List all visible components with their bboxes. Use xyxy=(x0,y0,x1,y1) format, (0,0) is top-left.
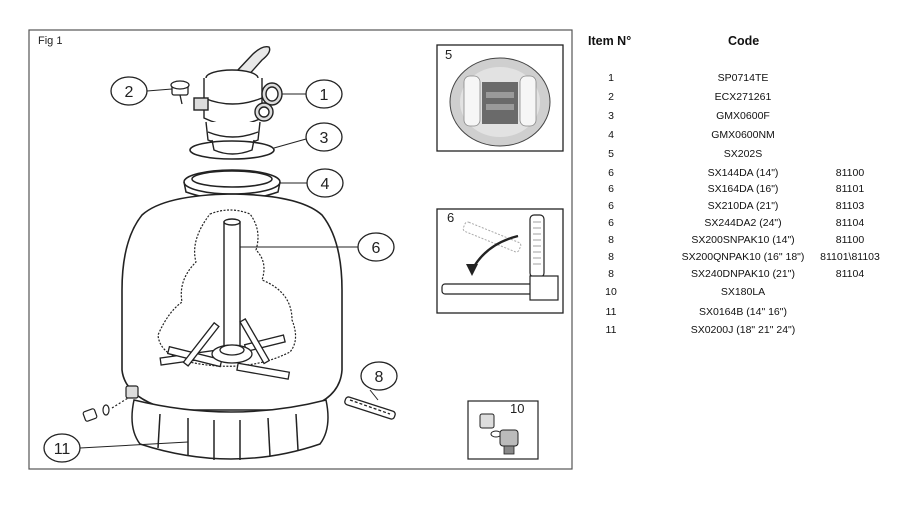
svg-text:3: 3 xyxy=(320,130,329,147)
table-row: 8 SX240DNPAK10 (21") 81104 xyxy=(582,268,902,284)
svg-text:10: 10 xyxy=(510,401,524,416)
drain-parts xyxy=(82,385,139,422)
part-code: GMX0600F xyxy=(716,110,770,122)
part-code: SX244DA2 (24") xyxy=(704,217,782,229)
model-ref: 81100 xyxy=(835,234,865,246)
item-number: 6 xyxy=(608,217,614,229)
callout-11: 11 xyxy=(43,433,81,463)
table-row: 8 SX200SNPAK10 (14") 81100 xyxy=(582,234,902,250)
item-number: 2 xyxy=(608,91,614,103)
table-row: 3 GMX0600F xyxy=(582,110,902,126)
table-row: 8 SX200QNPAK10 (16" 18") 81101\81103 xyxy=(582,251,902,267)
part-code: SX202S xyxy=(723,148,763,160)
svg-text:8: 8 xyxy=(375,369,384,386)
table-row: 6 SX210DA (21") 81103 xyxy=(582,200,902,216)
callout-3: 3 xyxy=(305,122,343,152)
standpipe xyxy=(223,218,241,351)
laterals xyxy=(159,318,291,380)
part-code: SX164DA (16") xyxy=(707,183,779,195)
item-number: 6 xyxy=(608,167,614,179)
table-row: 2 ECX271261 xyxy=(582,91,902,107)
inset-drain-plug: 10 xyxy=(467,400,539,460)
tank-base xyxy=(131,399,329,460)
item-number: 6 xyxy=(608,183,614,195)
header-code: Code xyxy=(728,34,760,48)
spare-lateral xyxy=(344,396,396,420)
svg-text:1: 1 xyxy=(320,87,329,104)
model-ref: 81104 xyxy=(835,217,865,229)
part-code: SX200SNPAK10 (14") xyxy=(691,234,795,246)
table-row: 4 GMX0600NM xyxy=(582,129,902,145)
item-number: 4 xyxy=(608,129,614,141)
table-row: 10 SX180LA xyxy=(582,286,902,302)
multiport-valve xyxy=(193,45,283,155)
item-number: 8 xyxy=(608,234,614,246)
part-code: SX180LA xyxy=(720,286,766,298)
inset-valve-handle: 5 xyxy=(436,44,564,152)
item-number: 8 xyxy=(608,268,614,280)
part-code: SX0200J (18" 21" 24") xyxy=(690,324,796,336)
o-ring xyxy=(189,140,275,160)
flange-nut xyxy=(183,169,281,201)
svg-text:2: 2 xyxy=(125,84,134,101)
model-ref: 81101\81103 xyxy=(820,251,880,263)
part-code: SP0714TE xyxy=(717,72,769,84)
table-row: 11 SX0200J (18" 21" 24") xyxy=(582,324,902,340)
callout-4: 4 xyxy=(306,168,344,198)
part-code: ECX271261 xyxy=(714,91,772,103)
svg-text:4: 4 xyxy=(321,176,330,193)
item-number: 11 xyxy=(605,306,617,318)
item-number: 6 xyxy=(608,200,614,212)
callout-6: 6 xyxy=(357,232,395,262)
item-number: 10 xyxy=(605,286,617,298)
item-number: 1 xyxy=(608,72,614,84)
table-row: 11 SX0164B (14" 16") xyxy=(582,306,902,322)
part-code: SX210DA (21") xyxy=(707,200,779,212)
part-code: SX144DA (14") xyxy=(707,167,779,179)
svg-text:6: 6 xyxy=(372,240,381,257)
table-row: 6 SX144DA (14") 81100 xyxy=(582,167,902,183)
table-row: 5 SX202S xyxy=(582,148,902,164)
part-code: GMX0600NM xyxy=(711,129,775,141)
callout-8: 8 xyxy=(360,361,398,391)
svg-text:5: 5 xyxy=(445,47,452,62)
table-row: 1 SP0714TE xyxy=(582,72,902,88)
part-code: SX0164B (14" 16") xyxy=(698,306,787,318)
callout-2: 2 xyxy=(110,76,148,106)
model-ref: 81104 xyxy=(835,268,865,280)
model-ref: 81101 xyxy=(835,183,865,195)
table-row: 6 SX244DA2 (24") 81104 xyxy=(582,217,902,233)
part-code: SX200QNPAK10 (16" 18") xyxy=(681,251,805,263)
model-ref: 81100 xyxy=(835,167,865,179)
item-number: 5 xyxy=(608,148,614,160)
part-code: SX240DNPAK10 (21") xyxy=(691,268,795,280)
model-ref: 81103 xyxy=(835,200,865,212)
inset-lateral: 6 xyxy=(436,208,564,314)
item-number: 3 xyxy=(608,110,614,122)
leader-lines xyxy=(79,88,379,449)
item-number: 11 xyxy=(605,324,617,336)
item-number: 8 xyxy=(608,251,614,263)
svg-text:11: 11 xyxy=(54,441,71,458)
svg-text:6: 6 xyxy=(447,210,454,225)
pressure-gauge xyxy=(170,80,190,105)
table-row: 6 SX164DA (16") 81101 xyxy=(582,183,902,199)
figure-label: Fig 1 xyxy=(38,35,62,47)
header-item: Item N° xyxy=(588,34,632,48)
callout-1: 1 xyxy=(305,79,343,109)
